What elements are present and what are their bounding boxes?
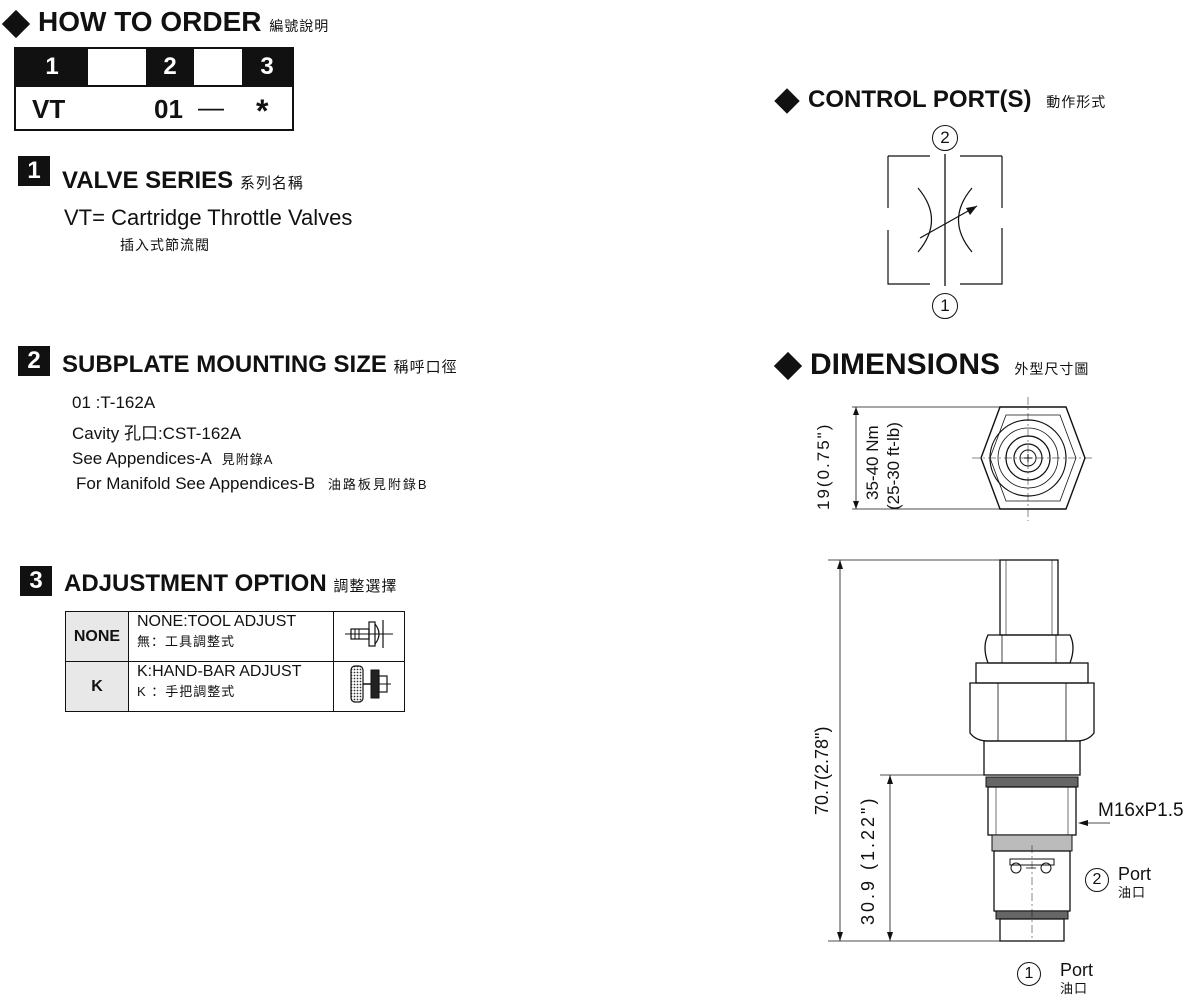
valve-series-heading: VALVE SERIES 系列名稱: [62, 167, 304, 195]
mounting-size-title: SUBPLATE MOUNTING SIZE: [62, 351, 387, 378]
adjustment-option-table: NONE NONE:TOOL ADJUST 無：工具調整式 K K:HAND-B…: [65, 611, 405, 712]
adjustment-code-none: NONE: [65, 611, 129, 662]
mounting-line-4-text: For Manifold See Appendices-B: [76, 474, 316, 493]
order-value-size: 01: [154, 94, 183, 124]
order-code-gap: [194, 49, 242, 85]
order-code-2: 2: [146, 49, 194, 85]
lower-length-label: 30.9 (1.22"): [858, 795, 878, 925]
section-number-1-label: 1: [18, 156, 50, 186]
hand-bar-icon: [333, 661, 405, 712]
dimensions-title-cn: 外型尺寸圖: [1014, 361, 1090, 377]
order-value-dash: —: [198, 92, 224, 122]
mounting-line-4-cn: 油路板見附錄B: [327, 477, 429, 492]
section-number-3: 3: [20, 566, 52, 596]
cartridge-side-view-drawing: [828, 559, 1110, 942]
how-to-order-title-cn: 編號說明: [269, 18, 330, 34]
adjustment-row-none: NONE NONE:TOOL ADJUST 無：工具調整式: [65, 611, 405, 662]
port-2-label-cn: 油口: [1118, 885, 1147, 900]
adjustment-desc-none-text: NONE:TOOL ADJUST: [137, 613, 297, 630]
diamond-bullet-icon: [1, 9, 31, 38]
valve-series-title-cn: 系列名稱: [239, 175, 304, 192]
mounting-line-1: 01 :T-162A: [72, 393, 156, 412]
adjustment-desc-none: NONE:TOOL ADJUST 無：工具調整式: [128, 611, 334, 662]
diamond-bullet-icon: [773, 351, 803, 381]
port-1-label-cn: 油口: [1060, 981, 1089, 996]
thread-size-label: M16xP1.5: [1098, 800, 1184, 821]
tool-adjust-icon: [333, 611, 405, 662]
adjustment-option-title: ADJUSTMENT OPTION: [64, 570, 327, 597]
mounting-size-title-cn: 稱呼口徑: [393, 359, 458, 376]
order-code-1: 1: [16, 49, 88, 85]
order-code-3: 3: [242, 49, 292, 85]
adjustment-desc-k-text: K:HAND-BAR ADJUST: [137, 663, 302, 680]
port-1-circle: 1: [1017, 962, 1041, 986]
how-to-order-title: HOW TO ORDER: [38, 6, 262, 37]
total-length-label: 70.7(2.78"): [812, 726, 832, 815]
section-number-3-label: 3: [20, 566, 52, 596]
torque-label-1: 35-40 Nm: [863, 425, 882, 500]
adjustment-desc-k-cn: K ：手把調整式: [137, 684, 236, 699]
mounting-size-heading: SUBPLATE MOUNTING SIZE 稱呼口徑: [62, 351, 458, 379]
valve-series-line: VT= Cartridge Throttle Valves: [64, 205, 353, 230]
order-code-header-row: 1 2 3: [16, 49, 292, 87]
torque-label-2: (25-30 ft-lb): [884, 422, 903, 510]
section-number-1: 1: [18, 156, 50, 186]
port-1-label: Port: [1060, 960, 1094, 980]
adjustment-option-heading: ADJUSTMENT OPTION 調整選擇: [64, 570, 397, 598]
throttle-valve-symbol: [887, 154, 1003, 286]
section-number-2-label: 2: [18, 346, 50, 376]
valve-series-title: VALVE SERIES: [62, 167, 234, 194]
adjustment-option-title-cn: 調整選擇: [333, 578, 398, 595]
port-2-circle: 2: [1085, 868, 1109, 892]
control-port-1-circle: 1: [932, 293, 958, 319]
how-to-order-heading: HOW TO ORDER 編號說明: [1, 6, 330, 38]
control-port-heading: CONTROL PORT(S) 動作形式: [774, 86, 1107, 114]
mounting-line-2: Cavity 孔口:CST-162A: [72, 424, 242, 443]
adjustment-row-k: K K:HAND-BAR ADJUST K ：手把調整式: [65, 661, 405, 712]
control-port-2-circle: 2: [932, 125, 958, 151]
order-value-series: VT: [32, 94, 66, 124]
hex-top-view-drawing: [852, 397, 1094, 521]
mounting-line-3-cn: 見附錄A: [221, 452, 274, 467]
control-port-title-cn: 動作形式: [1046, 94, 1107, 110]
control-port-title: CONTROL PORT(S): [808, 86, 1032, 113]
adjustment-code-k: K: [65, 661, 129, 712]
order-value-option: *: [256, 93, 269, 129]
hex-size-label: 19(0.75"): [814, 422, 833, 510]
dimensions-title: DIMENSIONS: [810, 348, 1001, 381]
order-code-gap: [88, 49, 146, 85]
adjustment-desc-k: K:HAND-BAR ADJUST K ：手把調整式: [128, 661, 334, 712]
order-value-row: VT 01 — *: [16, 87, 292, 129]
mounting-line-4: For Manifold See Appendices-B 油路板見附錄B: [76, 474, 429, 494]
port-2-label: Port: [1118, 864, 1152, 884]
dimensions-heading: DIMENSIONS 外型尺寸圖: [773, 348, 1090, 382]
adjustment-desc-none-cn: 無：工具調整式: [137, 634, 236, 649]
mounting-line-3-text: See Appendices-A: [72, 449, 211, 468]
section-number-2: 2: [18, 346, 50, 376]
order-code-table: 1 2 3 VT 01 — *: [14, 47, 294, 131]
diamond-bullet-icon: [774, 87, 800, 114]
mounting-line-3: See Appendices-A 見附錄A: [72, 449, 273, 469]
valve-series-line-cn: 插入式節流閥: [120, 237, 210, 253]
